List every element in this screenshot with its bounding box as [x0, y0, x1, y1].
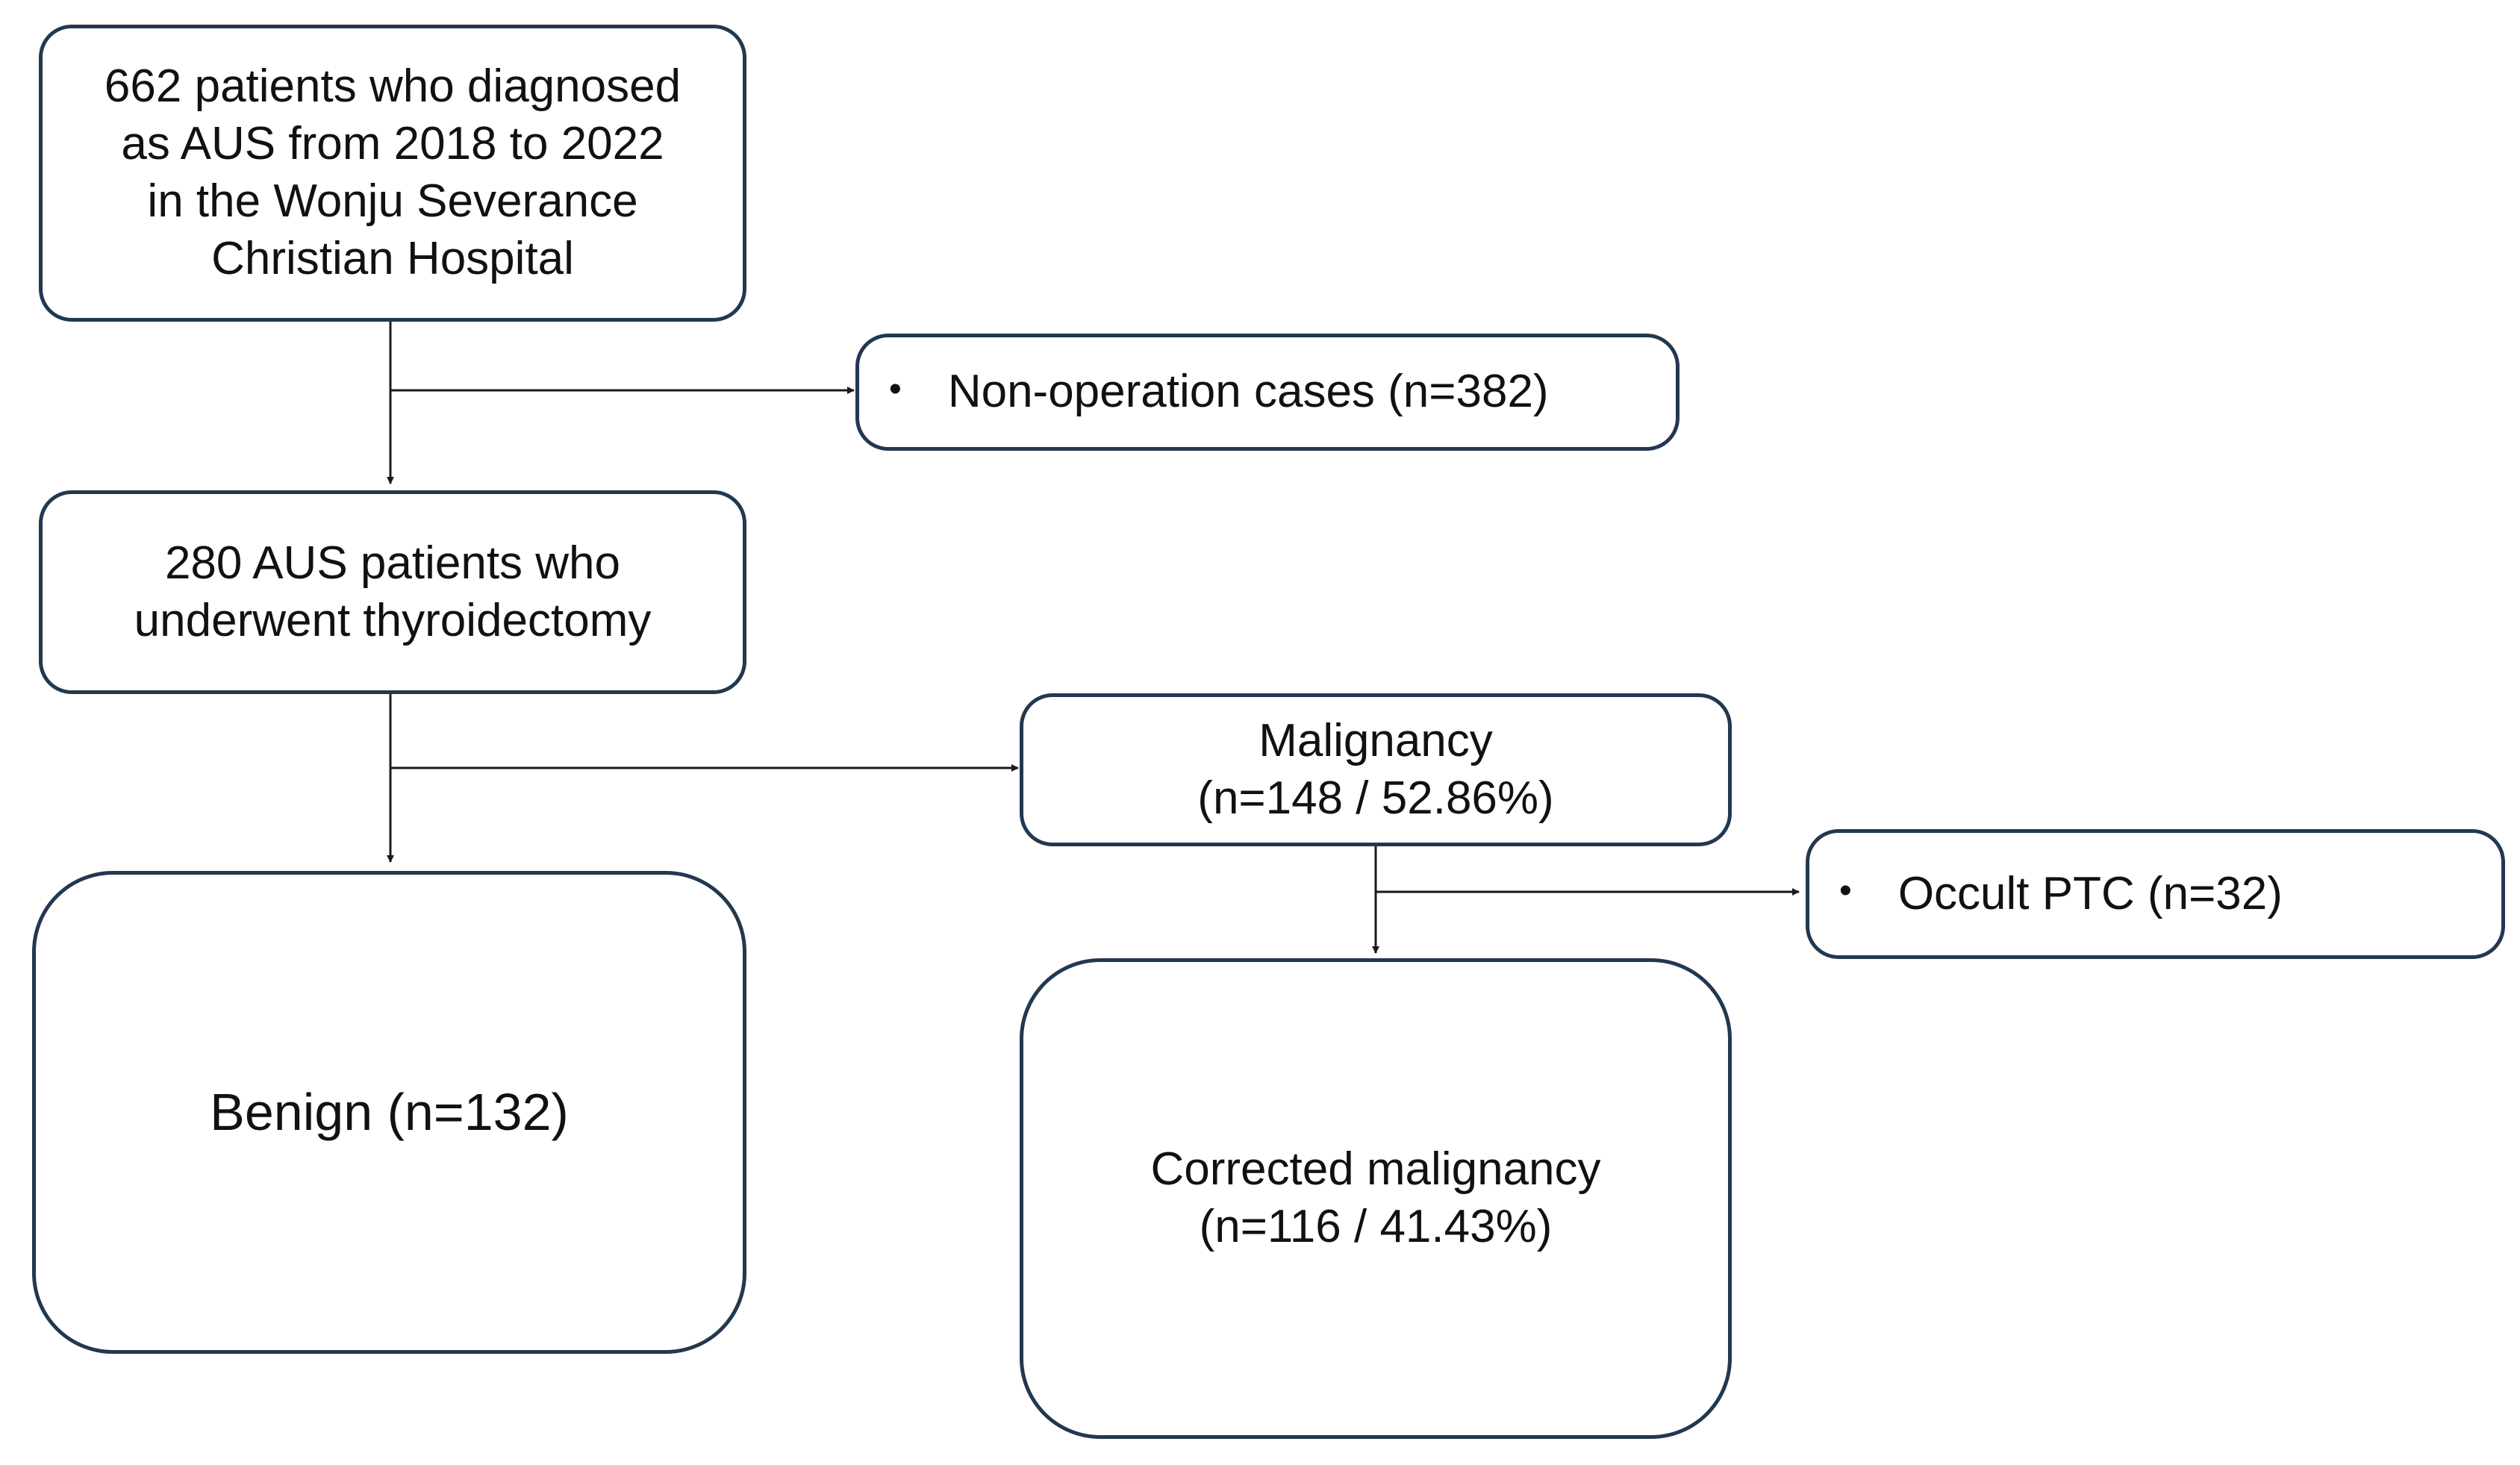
bullet-icon: • [1839, 871, 1852, 911]
thyroidectomy-box: 280 AUS patients who underwent thyroidec… [39, 490, 746, 694]
initial-patients-text: 662 patients who diagnosed as AUS from 2… [104, 60, 682, 284]
thyroidectomy-text: 280 AUS patients who underwent thyroidec… [134, 537, 652, 646]
occult-ptc-text: Occult PTC (n=32) [1897, 867, 2283, 919]
benign-text: Benign (n=132) [210, 1083, 569, 1142]
corrected-malignancy-text: Corrected malignancy (n=116 / 41.43%) [1150, 1143, 1601, 1252]
initial-patients-box: 662 patients who diagnosed as AUS from 2… [39, 25, 746, 322]
benign-box: Benign (n=132) [32, 871, 746, 1354]
non-operation-text: Non-operation cases (n=382) [947, 366, 1549, 418]
non-operation-box: • Non-operation cases (n=382) [855, 334, 1680, 451]
corrected-malignancy-box: Corrected malignancy (n=116 / 41.43%) [1020, 958, 1732, 1439]
bullet-icon: • [889, 369, 902, 409]
malignancy-box: Malignancy (n=148 / 52.86%) [1020, 693, 1732, 846]
malignancy-text: Malignancy (n=148 / 52.86%) [1197, 714, 1554, 824]
occult-ptc-box: • Occult PTC (n=32) [1806, 829, 2505, 959]
